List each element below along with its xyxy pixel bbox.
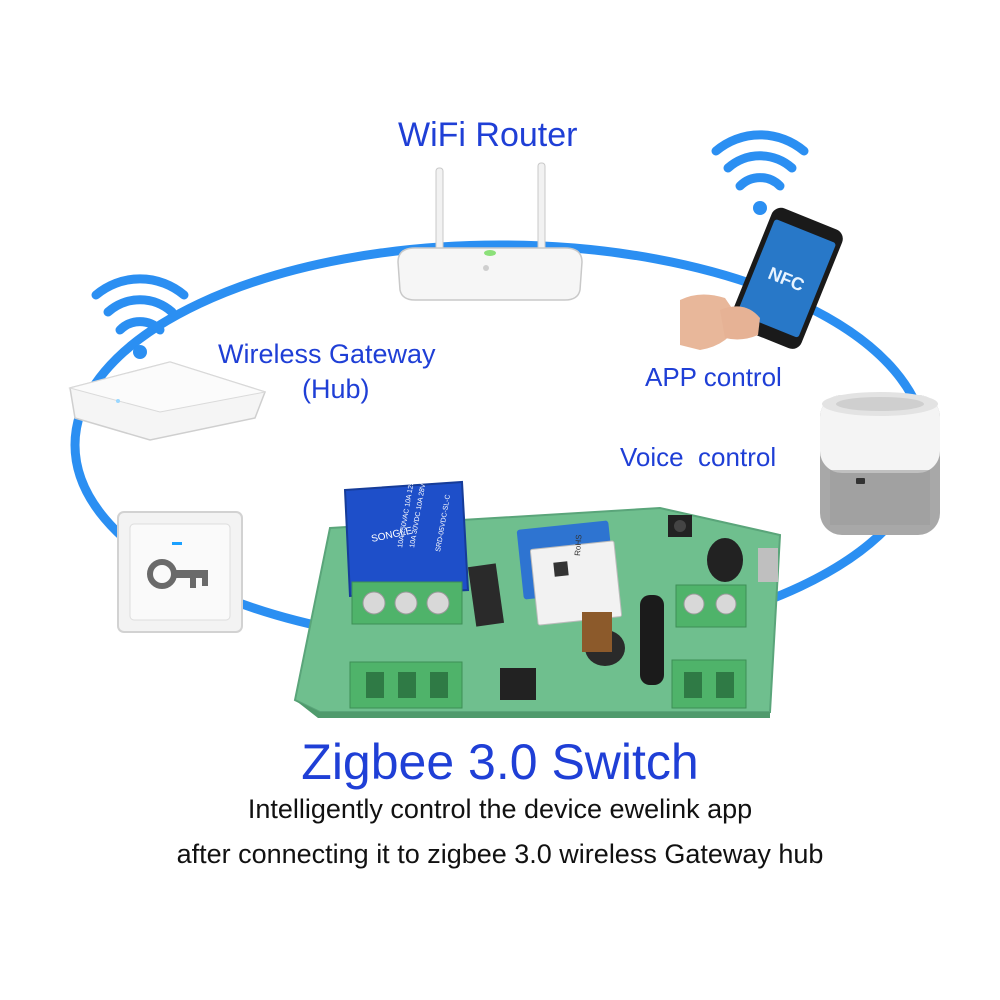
app-control-label: APP control bbox=[645, 362, 782, 392]
wireless-gateway-label: Wireless Gateway bbox=[218, 339, 436, 369]
product-title: Zigbee 3.0 Switch bbox=[301, 734, 699, 790]
smart-speaker-device bbox=[820, 392, 940, 535]
wifi-signal-icon bbox=[91, 274, 189, 359]
zigbee-module: RoHS bbox=[516, 520, 623, 626]
key-icon bbox=[147, 559, 208, 589]
module-rohs: RoHS bbox=[573, 534, 583, 556]
smartphone-device: NFC bbox=[680, 207, 843, 350]
wifi-router-label: WiFi Router bbox=[398, 116, 578, 154]
product-subtitle-line1: Intelligently control the device ewelink… bbox=[247, 794, 753, 824]
wifi-signal-icon bbox=[711, 130, 809, 215]
voice-control-label: Voice control bbox=[620, 442, 777, 472]
gateway-hub-device bbox=[68, 361, 266, 441]
wifi-router-device bbox=[397, 162, 583, 301]
relay-component: SONGLE 10A 250VAC 10A 125VAC 10A 30VDC 1… bbox=[343, 467, 470, 598]
terminal-block-right bbox=[671, 584, 747, 709]
terminal-block-left bbox=[349, 581, 463, 709]
zigbee-switch-board: SONGLE 10A 250VAC 10A 125VAC 10A 30VDC 1… bbox=[293, 467, 782, 718]
key-switch-panel bbox=[117, 511, 243, 633]
product-subtitle-line2: after connecting it to zigbee 3.0 wirele… bbox=[176, 839, 824, 869]
wireless-gateway-hub-label: (Hub) bbox=[302, 374, 370, 404]
